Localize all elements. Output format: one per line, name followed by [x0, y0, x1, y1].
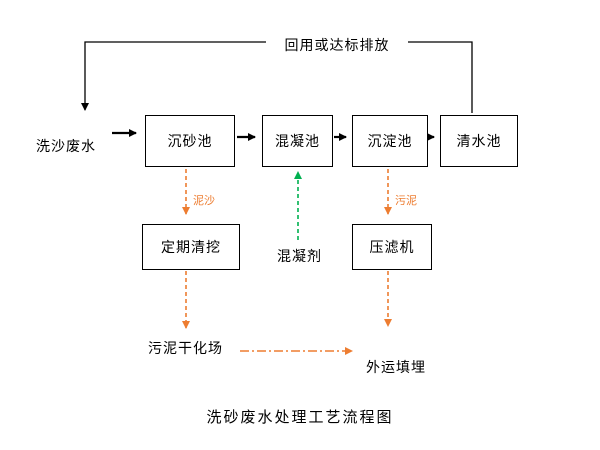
node-periodic-dredging: 定期清挖 [142, 224, 240, 270]
source-label: 洗沙废水 [36, 138, 96, 154]
node-grit-chamber: 沉砂池 [145, 115, 235, 167]
node-clear-water-tank: 清水池 [440, 115, 518, 167]
drying-field-label: 污泥干化场 [148, 340, 223, 356]
sludge-flow-label: 污泥 [395, 195, 417, 207]
node-filter-press: 压滤机 [352, 224, 432, 270]
coagulant-label: 混凝剂 [277, 248, 322, 264]
recycle-label: 回用或达标排放 [266, 33, 408, 57]
landfill-label: 外运填埋 [366, 359, 426, 375]
node-sedimentation-tank: 沉淀池 [352, 115, 428, 167]
sediment-flow-label: 泥沙 [193, 195, 215, 207]
diagram-title: 洗砂废水处理工艺流程图 [206, 409, 394, 426]
node-coagulation-tank: 混凝池 [262, 115, 333, 167]
